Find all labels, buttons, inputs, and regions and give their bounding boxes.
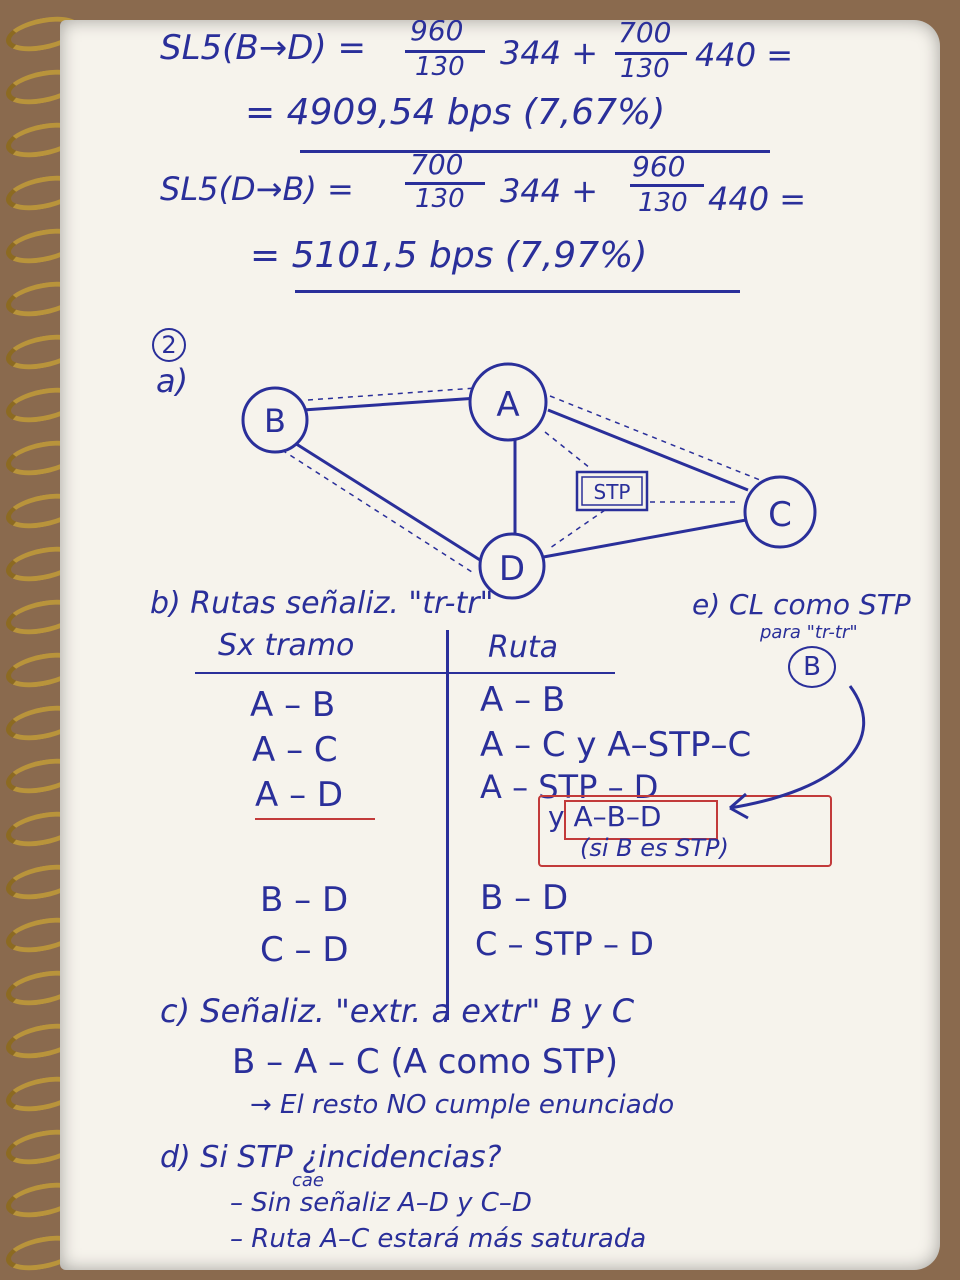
calc-line1-end: 440 = [695,36,794,74]
table-ruta-bd: B – D [480,878,569,918]
calc-frac3-num: 700 [410,148,464,181]
table-ruta-cd: C – STP – D [475,925,654,963]
divider-line [295,290,740,293]
table-extra-note: (si B es STP) [580,834,729,862]
stp-box: STP [575,470,649,512]
part-b-heading: b) Rutas señaliz. "tr-tr" [150,586,494,621]
part-d-line2: – Ruta A–C estará más saturada [230,1224,647,1254]
node-a: A [468,362,548,442]
table-ruta-ad: A – STP – D [480,768,659,806]
calc-frac1-den: 130 [415,52,465,82]
part-d-line1: – Sin señaliz A–D y C–D [230,1188,532,1218]
node-d: D [478,532,546,600]
calc-line3-left: SL5(D→B) = [160,170,354,208]
calc-frac4-den: 130 [638,188,688,218]
part-e-subheading: para "tr-tr" [760,622,858,643]
network-diagram: B A C D STP [241,362,817,600]
part-c-line1: B – A – C (A como STP) [232,1042,619,1082]
link-a-c [547,408,749,492]
calc-line3-end: 440 = [708,180,807,218]
link-b-d [289,438,481,562]
calc-line2: = 4909,54 bps (7,67%) [245,92,666,133]
calc-line3-mid: 344 + [500,172,599,210]
fraction-bar [615,52,687,55]
node-d-label: D [499,549,525,589]
node-b: B [241,386,309,454]
notebook-page: SL5(B→D) = 960 130 344 + 700 130 440 = =… [60,20,940,1270]
table-header-line [195,672,615,674]
problem-number: 2 [152,328,186,362]
table-extra-route: y A–B–D [548,800,662,833]
table-column-divider [446,630,449,1020]
part-a-label: a) [156,362,189,400]
part-d-cae: cae [292,1170,325,1191]
fraction-bar [405,50,485,53]
node-a-label: A [496,385,519,425]
table-tramo-bd: B – D [260,880,349,920]
table-tramo-ab: A – B [250,685,336,725]
link-d-c [537,518,747,560]
part-e-node-b: B [788,646,836,688]
calc-frac1-num: 960 [410,20,464,47]
calc-frac2-num: 700 [618,20,672,49]
calc-line4: = 5101,5 bps (7,97%) [250,235,648,276]
table-ruta-ab: A – B [480,680,566,720]
table-col-sx-tramo: Sx tramo [218,628,355,663]
red-highlight-box [564,800,718,840]
node-c-label: C [768,495,792,535]
table-col-ruta: Ruta [488,630,559,665]
calc-frac2-den: 130 [620,54,670,84]
fraction-bar [630,184,704,187]
fraction-bar [405,182,485,185]
table-tramo-ac: A – C [252,730,338,770]
table-tramo-ad: A – D [255,775,344,815]
link-b-a [302,396,479,412]
calc-line1-mid: 344 + [500,34,599,72]
arrow-to-route [729,685,866,820]
red-bracket-box [538,795,832,867]
underline-ad [255,818,375,820]
divider-line [300,150,770,153]
part-e-heading: e) CL como STP [692,588,911,621]
calc-frac3-den: 130 [415,184,465,214]
part-c-line2: → El resto NO cumple enunciado [250,1090,675,1120]
part-c-heading: c) Señaliz. "extr. a extr" B y C [160,992,635,1030]
table-ruta-ac: A – C y A–STP–C [480,725,752,765]
part-d-heading: d) Si STP ¿incidencias? [160,1140,502,1175]
stp-label: STP [594,480,631,504]
node-c: C [743,475,817,549]
calc-line1-left: SL5(B→D) = [160,28,366,68]
node-b-label: B [264,402,286,440]
calc-frac4-num: 960 [632,150,686,183]
table-tramo-cd: C – D [260,930,349,970]
